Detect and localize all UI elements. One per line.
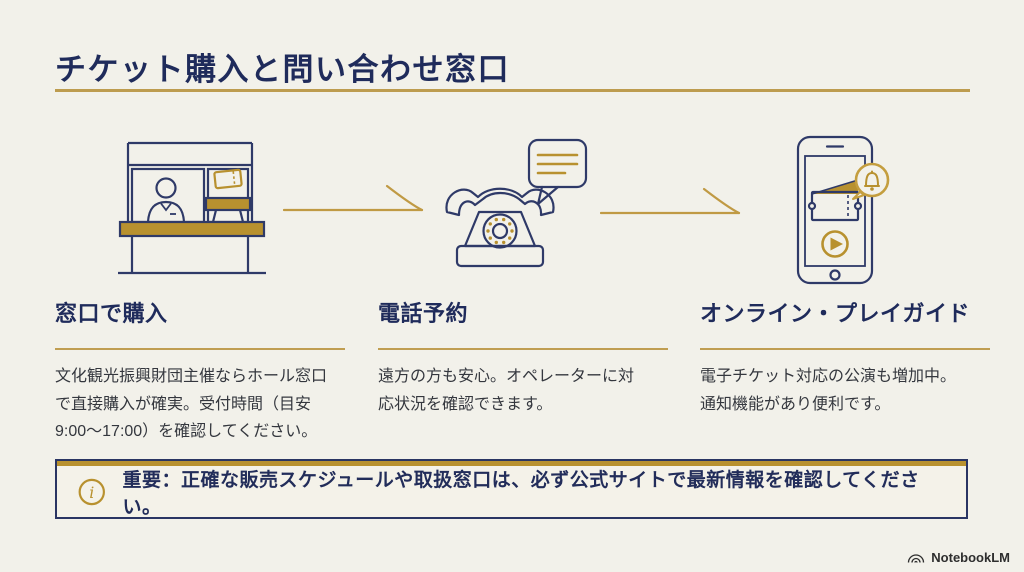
column-online-playguide: オンライン・プレイガイド 電子チケット対応の公演も増加中。 通知機能があり便利で… xyxy=(700,296,990,446)
columns: 窓口で購入 文化観光振興財団主催ならホール窓口 で直接購入が確実。受付時間（目安… xyxy=(55,296,990,446)
column-body: 遠方の方も安心。オペレーターに対 応状況を確認できます。 xyxy=(378,368,635,413)
footer-brand: NotebookLM xyxy=(906,549,1010,566)
notice-banner: i 重要：正確な販売スケジュールや取扱窓口は、必ず公式サイトで最新情報を確認して… xyxy=(55,459,968,519)
column-window-purchase: 窓口で購入 文化観光振興財団主催ならホール窓口 で直接購入が確実。受付時間（目安… xyxy=(55,296,345,446)
column-divider xyxy=(55,348,345,350)
title-divider xyxy=(55,89,970,92)
arrow-right-icon xyxy=(600,187,741,215)
info-icon: i xyxy=(78,478,105,505)
smartphone-icon xyxy=(780,135,890,285)
column-divider xyxy=(378,348,668,350)
ticket-booth-icon xyxy=(117,140,266,276)
page-title: チケット購入と問い合わせ窓口 xyxy=(55,52,510,87)
column-body: 文化観光振興財団主催ならホール窓口 で直接購入が確実。受付時間（目安 9:00〜… xyxy=(55,368,328,440)
notice-text: 重要：正確な販売スケジュールや取扱窓口は、必ず公式サイトで最新情報を確認してくだ… xyxy=(122,469,920,518)
telephone-icon xyxy=(439,138,589,270)
svg-text:i: i xyxy=(89,482,94,501)
notebooklm-logo-icon xyxy=(908,554,925,563)
notice-gold-bar xyxy=(57,461,966,466)
icons-row xyxy=(55,128,970,286)
column-divider xyxy=(700,348,990,350)
column-heading: オンライン・プレイガイド xyxy=(700,301,971,326)
column-body: 電子チケット対応の公演も増加中。 通知機能があり便利です。 xyxy=(700,368,957,413)
column-phone-reservation: 電話予約 遠方の方も安心。オペレーターに対 応状況を確認できます。 xyxy=(378,296,668,446)
arrow-right-icon xyxy=(283,184,424,212)
footer-brand-label: NotebookLM xyxy=(931,550,1010,565)
column-heading: 電話予約 xyxy=(378,301,469,326)
column-heading: 窓口で購入 xyxy=(55,301,168,326)
